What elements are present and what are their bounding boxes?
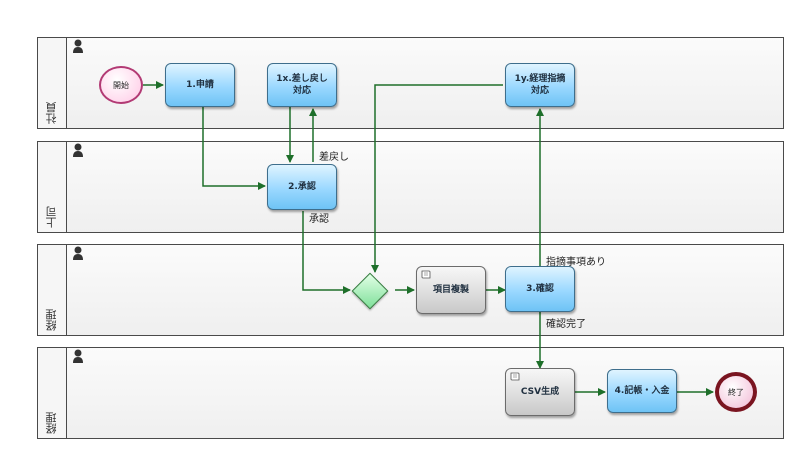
- flow-label-confirmed: 確認完了: [546, 319, 586, 330]
- start-event[interactable]: 開始: [99, 66, 143, 104]
- lane-label: 経理: [45, 412, 58, 434]
- lane-supervisor: 上司: [37, 141, 784, 233]
- lane-label: 経理: [45, 309, 58, 331]
- flow-label-approved: 承認: [309, 214, 329, 225]
- person-icon: [73, 143, 83, 157]
- lane-employee: 社員: [37, 37, 784, 129]
- task-remand-response[interactable]: 1x.差し戻し 対応: [267, 63, 337, 107]
- task-apply[interactable]: 1.申請: [165, 63, 235, 107]
- lane-header: 経理: [38, 348, 67, 438]
- script-icon: [510, 372, 520, 381]
- task-record-payment[interactable]: 4.記帳・入金: [607, 369, 677, 413]
- task-label: 項目複製: [432, 285, 469, 295]
- person-icon: [73, 349, 83, 363]
- lane-header: 上司: [38, 142, 67, 232]
- lane-header: 社員: [38, 38, 67, 128]
- task-copy-items[interactable]: 項目複製: [416, 266, 486, 314]
- task-audit-fix-response[interactable]: 1y.経理指摘 対応: [505, 63, 575, 107]
- lane-accounting-1: 経理: [37, 244, 784, 336]
- person-icon: [73, 246, 83, 260]
- flow-label-remanded: 差戻し: [319, 152, 349, 163]
- task-label: 2.承認: [288, 182, 316, 192]
- lane-header: 経理: [38, 245, 67, 335]
- end-event-label: 終了: [728, 387, 744, 397]
- task-label: 1x.差し戻し 対応: [276, 74, 328, 96]
- task-csv-generate[interactable]: CSV生成: [505, 368, 575, 416]
- flow-label-issue-found: 指摘事項あり: [546, 257, 606, 268]
- task-label: 1y.経理指摘 対応: [514, 74, 566, 96]
- task-confirm[interactable]: 3.確認: [505, 266, 575, 312]
- task-label: 4.記帳・入金: [614, 386, 670, 396]
- lane-label: 社員: [45, 102, 58, 124]
- lane-label: 上司: [45, 206, 58, 228]
- script-icon: [421, 270, 431, 279]
- task-label: 1.申請: [186, 80, 214, 90]
- task-label: 3.確認: [526, 284, 554, 294]
- end-event[interactable]: 終了: [715, 372, 757, 412]
- person-icon: [73, 39, 83, 53]
- task-approve[interactable]: 2.承認: [267, 164, 337, 210]
- task-label: CSV生成: [520, 387, 560, 397]
- start-event-label: 開始: [113, 80, 129, 90]
